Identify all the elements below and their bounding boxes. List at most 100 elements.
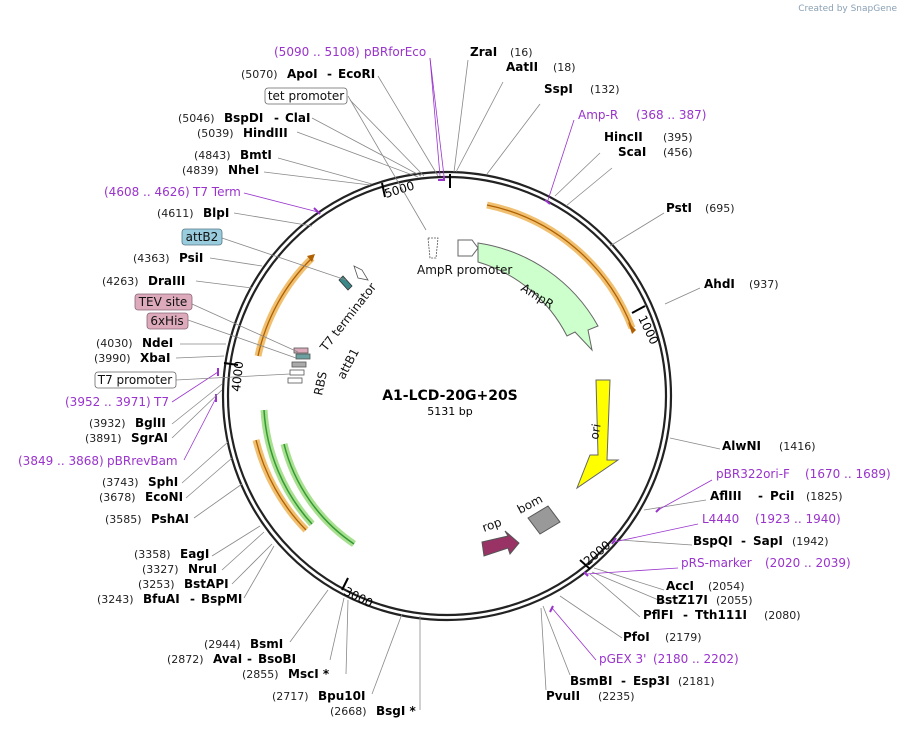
bom-feature	[527, 505, 561, 535]
svg-text:6xHis: 6xHis	[150, 314, 183, 328]
svg-text:AflIII: AflIII	[710, 489, 742, 503]
svg-text:(2181): (2181)	[678, 675, 715, 688]
svg-text:(2944): (2944)	[204, 638, 241, 651]
svg-text:EcoNI: EcoNI	[145, 490, 183, 504]
svg-text:SgrAI: SgrAI	[131, 431, 168, 445]
attb2-box: attB2	[181, 228, 223, 246]
ori-feature	[575, 379, 620, 490]
svg-text:-: -	[621, 674, 626, 688]
enzyme-bpu10i: (2717) Bpu10I	[272, 689, 365, 703]
svg-text:Esp3I: Esp3I	[633, 674, 670, 688]
svg-text:BstZ17I: BstZ17I	[656, 593, 708, 607]
enzyme-bspdi: (5046) BspDI - ClaI	[178, 111, 310, 125]
svg-text:-: -	[327, 67, 332, 81]
svg-text:PsiI: PsiI	[179, 251, 203, 265]
svg-text:(2872): (2872)	[167, 653, 204, 666]
svg-text:NdeI: NdeI	[142, 336, 173, 350]
svg-text:(5039): (5039)	[197, 127, 234, 140]
svg-text:AhdI: AhdI	[704, 277, 735, 291]
svg-text:SspI: SspI	[544, 82, 573, 96]
enzyme-bfuai: (3243) BfuAI - BspMI	[97, 592, 242, 606]
svg-text:AvaI: AvaI	[213, 652, 242, 666]
enzyme-apoi: (5070) ApoI - EcoRI	[241, 67, 375, 81]
plasmid-size: 5131 bp	[427, 405, 472, 418]
svg-text:Bpu10I: Bpu10I	[318, 689, 365, 703]
enzyme-bmti: (4843) BmtI	[194, 148, 272, 162]
svg-text:Amp-R: Amp-R	[578, 108, 618, 122]
svg-text:SphI: SphI	[148, 475, 178, 489]
primer-t7: (3952 .. 3971) T7	[65, 395, 169, 409]
enzyme-bsgi: (2668) BsgI *	[330, 704, 417, 718]
svg-text:(937): (937)	[749, 278, 779, 291]
svg-text:-: -	[247, 652, 252, 666]
6xhis-box: 6xHis	[146, 312, 189, 330]
svg-text:BsmI: BsmI	[250, 637, 283, 651]
svg-text:(3358): (3358)	[134, 548, 171, 561]
enzyme-msci: (2855) MscI *	[242, 667, 330, 681]
enzyme-psii: (4363) PsiI	[133, 251, 203, 265]
orf-arc-green-2	[280, 443, 356, 547]
svg-text:AatII: AatII	[506, 60, 538, 74]
t7-terminator-label: T7 terminator	[317, 280, 380, 355]
primer-pbrrevbam: (3849 .. 3868) pBRrevBam	[18, 454, 178, 468]
svg-text:BspDI: BspDI	[224, 111, 263, 125]
enzyme-pos: (16)	[510, 46, 533, 59]
enzyme-acci: AccI (2054)	[666, 579, 745, 593]
enzyme-nhei: (4839) NheI	[182, 163, 259, 177]
enzyme-blpi: (4611) BlpI	[157, 206, 229, 220]
svg-text:DraIII: DraIII	[148, 274, 185, 288]
tick-label-3000: 3000	[342, 584, 376, 610]
svg-text:AlwNI: AlwNI	[722, 439, 761, 453]
enzyme-hindiii: (5039) HindIII	[197, 126, 288, 140]
svg-text:(4839): (4839)	[182, 164, 219, 177]
enzyme-pflfi: PflFI - Tth111I (2080)	[643, 608, 801, 622]
svg-text:-: -	[274, 111, 279, 125]
primer-prs-marker: pRS-marker (2020 .. 2039)	[681, 556, 851, 570]
svg-text:T7 Term: T7 Term	[192, 185, 241, 199]
svg-text:pBRrevBam: pBRrevBam	[107, 454, 178, 468]
enzyme-bglii: (3932) BglII	[89, 416, 166, 430]
svg-text:(3253): (3253)	[138, 578, 175, 591]
backbone-inner	[226, 175, 668, 617]
svg-text:(2855): (2855)	[242, 668, 279, 681]
tick-5000	[381, 182, 386, 198]
rop-feature	[481, 530, 520, 557]
svg-text:Tth111I: Tth111I	[695, 608, 747, 622]
svg-text:(3243): (3243)	[97, 593, 134, 606]
svg-text:(5070): (5070)	[241, 68, 278, 81]
svg-text:TEV site: TEV site	[138, 295, 188, 309]
right-primer-leaders	[429, 57, 713, 661]
ampr-feature	[477, 242, 599, 352]
enzyme-bstz17i: BstZ17I (2055)	[656, 593, 753, 607]
svg-text:-: -	[741, 534, 746, 548]
svg-text:HincII: HincII	[604, 130, 643, 144]
svg-text:T7 promoter: T7 promoter	[97, 373, 173, 387]
svg-text:BsmBI: BsmBI	[570, 674, 612, 688]
svg-text:EcoRI: EcoRI	[338, 67, 375, 81]
svg-text:ScaI: ScaI	[618, 145, 646, 159]
enzyme-name: ZraI	[470, 45, 497, 59]
svg-text:BsgI *: BsgI *	[376, 704, 417, 718]
svg-text:SapI: SapI	[753, 534, 783, 548]
enzyme-ndei: (4030) NdeI	[96, 336, 173, 350]
svg-text:(3932): (3932)	[89, 417, 126, 430]
svg-text:(3891): (3891)	[85, 432, 122, 445]
tick-2000	[579, 559, 591, 570]
svg-text:BspMI: BspMI	[201, 592, 242, 606]
svg-text:NheI: NheI	[228, 163, 259, 177]
svg-text:(132): (132)	[590, 83, 620, 96]
svg-text:(4263): (4263)	[102, 275, 139, 288]
svg-text:T7: T7	[153, 395, 169, 409]
svg-text:pGEX 3': pGEX 3'	[599, 652, 646, 666]
enzyme-bsmbi: BsmBI - Esp3I (2181)	[570, 674, 715, 688]
svg-text:NruI: NruI	[188, 562, 217, 576]
primer-l4440: L4440 (1923 .. 1940)	[702, 512, 841, 526]
enzyme-sgrai: (3891) SgrAI	[85, 431, 168, 445]
svg-text:-: -	[683, 608, 688, 622]
svg-text:(2717): (2717)	[272, 690, 309, 703]
tick-label-5000: 5000	[383, 179, 416, 201]
rop-label: rop	[480, 515, 503, 535]
svg-text:BlpI: BlpI	[203, 206, 229, 220]
enzyme-zrai: ZraI (16)	[470, 45, 533, 59]
